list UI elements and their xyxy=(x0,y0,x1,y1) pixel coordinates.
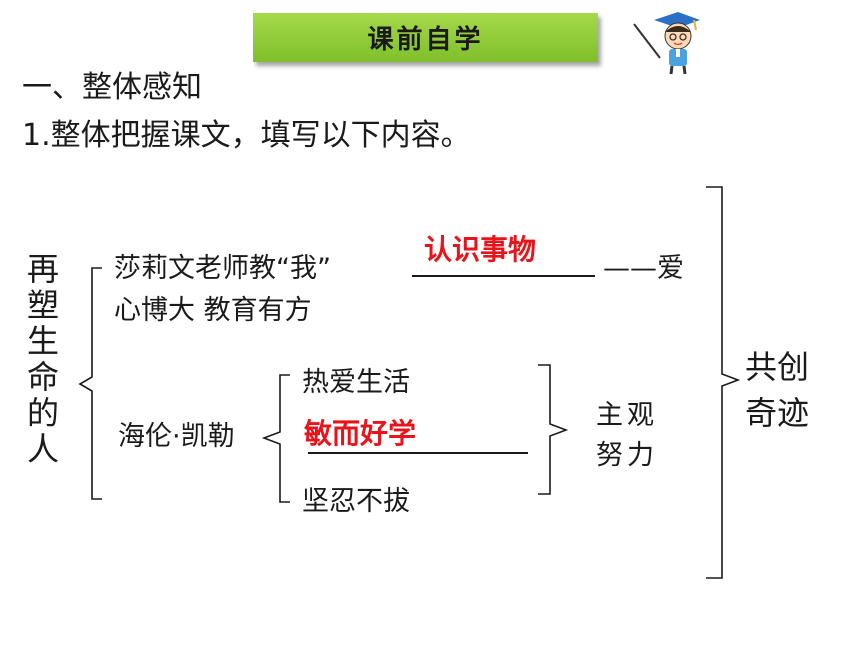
trait-group-label: 主观努力 xyxy=(596,400,658,471)
graduate-boy-icon xyxy=(633,12,700,75)
trait-answer-blank xyxy=(308,452,528,454)
section-banner: 课前自学 xyxy=(253,13,598,62)
diagram-root: 再塑生命的人 xyxy=(22,252,60,468)
helen-brace xyxy=(261,374,290,503)
task-instruction: 1.整体把握课文，填写以下内容。 xyxy=(22,118,471,153)
trait-answer: 敏而好学 xyxy=(304,417,417,450)
diagram-result: 共创奇迹 xyxy=(745,348,810,432)
section-heading: 一、整体感知 xyxy=(22,70,202,105)
sullivan-suffix: ——爱 xyxy=(603,253,684,284)
left-brace xyxy=(78,267,102,500)
outer-right-brace xyxy=(706,186,741,579)
trait-item: 热爱生活 xyxy=(302,367,410,398)
traits-right-brace xyxy=(538,364,569,495)
banner-title: 课前自学 xyxy=(367,25,484,55)
sullivan-line2: 心博大 教育有方 xyxy=(114,295,312,326)
sullivan-line1: 莎莉文老师教“我” xyxy=(114,253,331,284)
trait-item: 坚忍不拔 xyxy=(302,486,410,517)
helen-name: 海伦·凯勒 xyxy=(118,421,235,452)
sullivan-answer: 认识事物 xyxy=(424,233,537,266)
sullivan-answer-blank xyxy=(412,275,595,277)
